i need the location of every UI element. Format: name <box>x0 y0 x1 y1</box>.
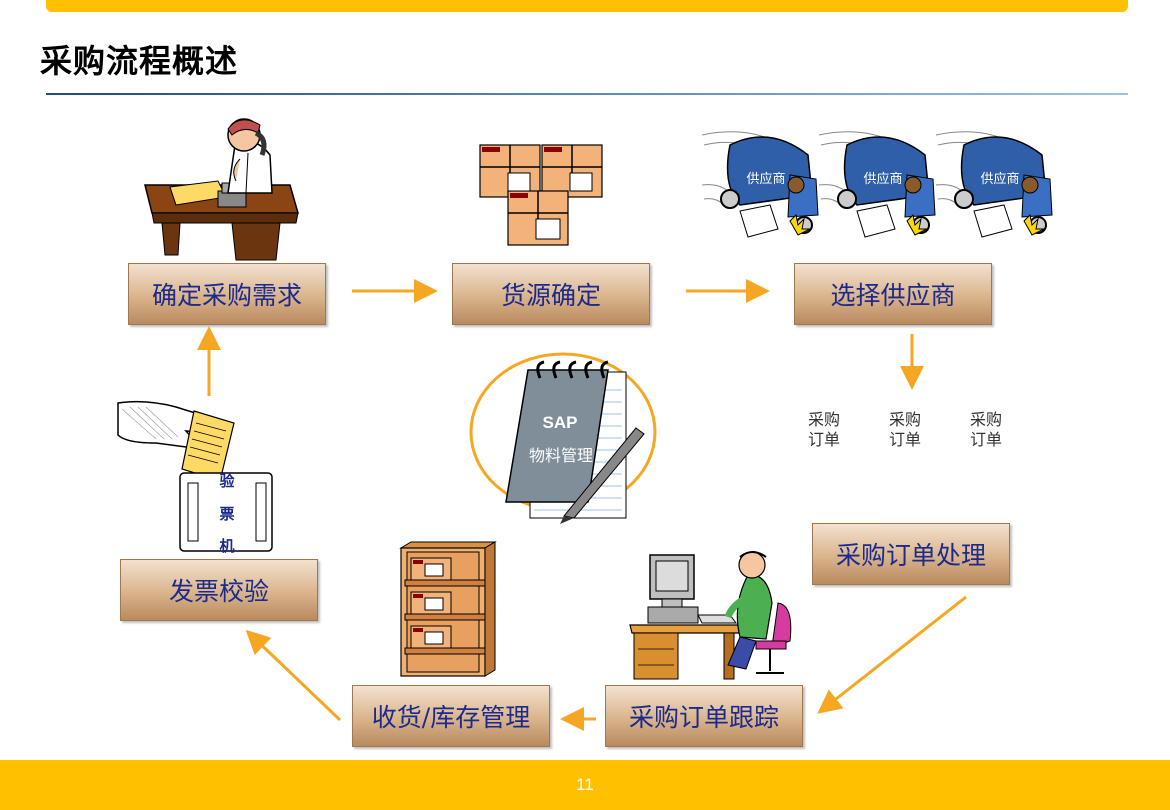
step-label: 发票校验 <box>168 577 269 606</box>
supplier-label: 供应商 <box>863 171 902 187</box>
title-divider <box>46 93 1128 95</box>
supplier-truck-icon: 供应商 <box>935 131 1053 238</box>
invoice-machine-char: 票 <box>219 505 235 523</box>
invoice-machine-illustration <box>117 400 273 552</box>
step-select-supplier: 选择供应商 <box>794 263 992 325</box>
purchase-order-label: 采购订单 <box>888 410 921 449</box>
purchase-order-label: 采购订单 <box>807 410 840 449</box>
step-source-determination: 货源确定 <box>452 263 650 325</box>
arrow-processing-to-tracking <box>817 595 967 714</box>
invoice-machine-char: 机 <box>219 537 235 555</box>
step-invoice-verification: 发票校验 <box>120 559 318 621</box>
supplier-label: 供应商 <box>980 171 1019 187</box>
step-label: 选择供应商 <box>830 281 956 310</box>
arrow-receipt-to-invoice <box>245 629 342 722</box>
sap-label: SAP <box>543 413 578 432</box>
step-po-processing: 采购订单处理 <box>812 523 1010 585</box>
supplier-label: 供应商 <box>746 171 785 187</box>
top-accent-bar <box>46 0 1128 12</box>
step-determine-demand: 确定采购需求 <box>128 263 326 325</box>
buyer-phone-illustration <box>144 118 299 261</box>
step-label: 采购订单跟踪 <box>628 703 779 732</box>
footer-bar <box>0 760 1170 810</box>
step-po-tracking: 采购订单跟踪 <box>605 685 803 747</box>
supplier-truck-icon: 供应商 <box>818 131 936 238</box>
step-goods-receipt: 收货/库存管理 <box>352 685 550 747</box>
step-label: 收货/库存管理 <box>371 703 531 732</box>
supplier-truck-icon: 供应商 <box>701 131 819 238</box>
computer-user-illustration <box>629 551 792 680</box>
sap-notebook-illustration: SAP 物料管理 <box>469 352 657 524</box>
step-label: 货源确定 <box>500 281 601 310</box>
warehouse-shelf-illustration <box>399 541 497 677</box>
purchase-order-label: 采购订单 <box>969 410 1002 449</box>
step-label: 采购订单处理 <box>835 541 986 570</box>
mm-label: 物料管理 <box>529 446 593 465</box>
page-title: 采购流程概述 <box>40 42 239 80</box>
boxes-illustration <box>479 144 603 246</box>
step-label: 确定采购需求 <box>151 281 302 310</box>
invoice-machine-char: 验 <box>219 472 235 490</box>
page-number: 11 <box>576 775 594 794</box>
